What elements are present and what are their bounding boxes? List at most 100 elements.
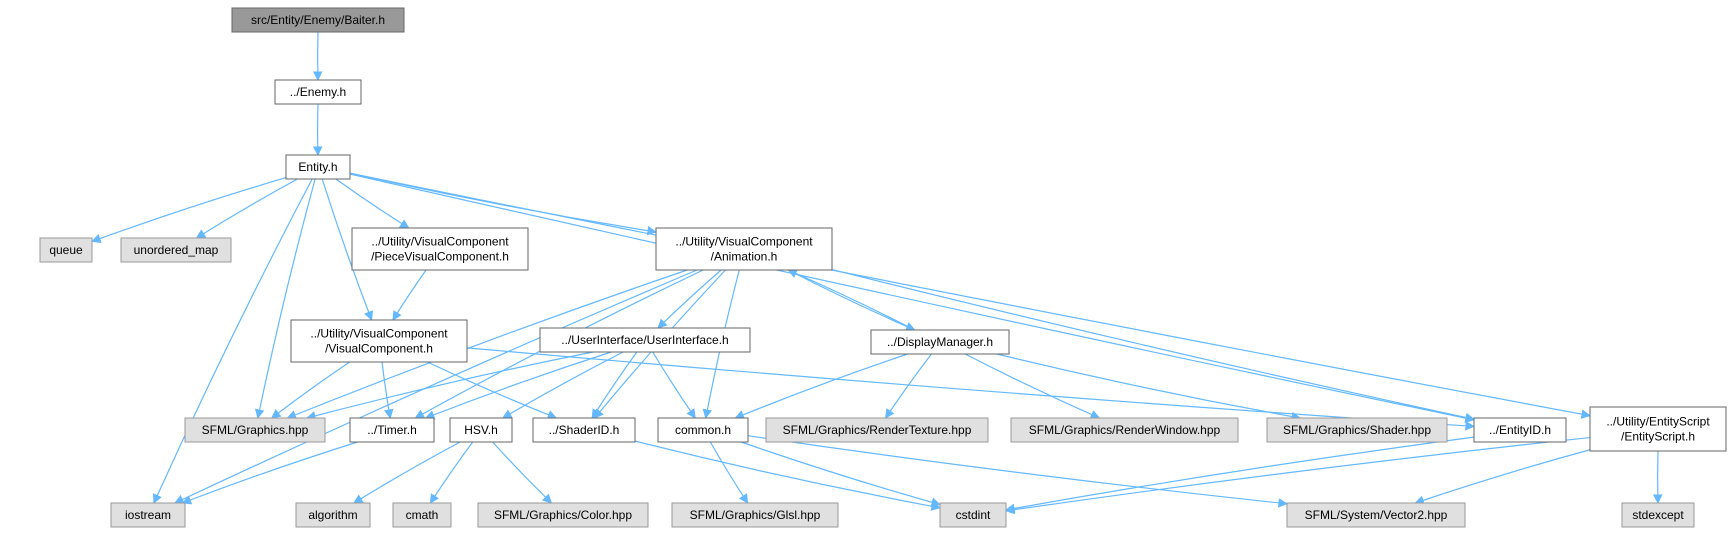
- edge-entity-to-iostream: [153, 178, 313, 504]
- node-label: queue: [49, 243, 83, 257]
- edge-animation-to-display_manager: [787, 269, 916, 331]
- node-queue: queue: [39, 237, 93, 263]
- node-box: [477, 502, 649, 528]
- node-box: [449, 417, 513, 443]
- node-label: ../Utility/VisualComponent: [675, 235, 813, 249]
- node-label: ../Utility/VisualComponent: [371, 235, 509, 249]
- edge-display_manager-to-shader: [996, 353, 1302, 422]
- node-unordered_map: unordered_map: [120, 237, 232, 263]
- edge-common-to-vector2: [747, 435, 1288, 508]
- node-animation[interactable]: ../Utility/VisualComponent/Animation.h: [655, 227, 833, 271]
- edge-display_manager-to-render_window: [964, 353, 1101, 419]
- node-label: iostream: [125, 508, 171, 522]
- node-visual_component[interactable]: ../Utility/VisualComponent/VisualCompone…: [290, 319, 468, 363]
- node-cmath: cmath: [392, 502, 452, 528]
- node-render_texture: SFML/Graphics/RenderTexture.hpp: [765, 417, 989, 443]
- node-label: /Animation.h: [711, 250, 778, 264]
- edge-piece_visual-to-visual_component: [392, 269, 427, 321]
- node-box: [351, 227, 529, 271]
- node-render_window: SFML/Graphics/RenderWindow.hpp: [1010, 417, 1239, 443]
- edge-hsv-to-color: [492, 441, 553, 504]
- edge-hsv-to-cmath: [429, 441, 474, 504]
- node-label: ../Timer.h: [367, 423, 417, 437]
- edge-visual_component-to-entity_id: [466, 347, 1475, 431]
- node-box: [349, 417, 435, 443]
- node-algorithm: algorithm: [295, 502, 371, 528]
- edge-entity-to-unordered_map: [195, 178, 298, 239]
- node-vector2: SFML/System/Vector2.hpp: [1286, 502, 1466, 528]
- edge-entity-to-piece_visual: [335, 178, 410, 229]
- node-label: ../Utility/EntityScript: [1606, 415, 1710, 429]
- node-user_interface[interactable]: ../UserInterface/UserInterface.h: [539, 327, 751, 353]
- node-label: ../ShaderID.h: [549, 423, 620, 437]
- node-label: src/Entity/Enemy/Baiter.h: [251, 13, 385, 27]
- nodes-layer: src/Entity/Enemy/Baiter.h ../Enemy.hEntit…: [39, 7, 1727, 528]
- edges-layer: [91, 31, 1663, 515]
- node-color: SFML/Graphics/Color.hpp: [477, 502, 649, 528]
- node-box: [657, 417, 749, 443]
- edge-user_interface-to-shader_id: [591, 351, 638, 419]
- node-box: [532, 417, 636, 443]
- edge-user_interface-to-hsv: [502, 351, 624, 419]
- node-box: [1286, 502, 1466, 528]
- node-label: ../DisplayManager.h: [887, 335, 993, 349]
- node-label: SFML/Graphics/RenderTexture.hpp: [783, 423, 972, 437]
- node-box: [231, 7, 405, 33]
- edge-animation-to-entity_id: [831, 268, 1475, 423]
- edge-entity_script-to-cstdint: [1005, 436, 1591, 515]
- node-piece_visual[interactable]: ../Utility/VisualComponent/PieceVisualCo…: [351, 227, 529, 271]
- node-entity_script[interactable]: ../Utility/EntityScript/EntityScript.h: [1589, 406, 1727, 452]
- node-label: unordered_map: [134, 243, 219, 257]
- node-label: ../EntityID.h: [1489, 423, 1551, 437]
- node-common[interactable]: common.h: [657, 417, 749, 443]
- edge-visual_component-to-timer: [381, 361, 394, 419]
- edge-animation-to-iostream: [174, 269, 698, 504]
- node-label: Entity.h: [298, 160, 337, 174]
- node-shader_id[interactable]: ../ShaderID.h: [532, 417, 636, 443]
- node-entity[interactable]: Entity.h: [285, 154, 351, 180]
- node-enemy[interactable]: ../Enemy.h: [274, 79, 362, 105]
- node-label: SFML/Graphics/Glsl.hpp: [690, 508, 821, 522]
- node-box: [1621, 502, 1695, 528]
- edge-entity_id-to-cstdint: [1005, 436, 1475, 514]
- edge-animation-to-user_interface: [657, 269, 722, 329]
- node-label: SFML/Graphics/Color.hpp: [494, 508, 632, 522]
- node-timer[interactable]: ../Timer.h: [349, 417, 435, 443]
- node-label: /PieceVisualComponent.h: [371, 250, 509, 264]
- edge-common-to-glsl: [709, 441, 749, 504]
- node-label: ../Enemy.h: [290, 85, 346, 99]
- node-shader: SFML/Graphics/Shader.hpp: [1266, 417, 1448, 443]
- edge-entity-to-animation: [349, 172, 657, 236]
- node-label: cstdint: [956, 508, 991, 522]
- node-label: SFML/System/Vector2.hpp: [1305, 508, 1448, 522]
- node-label: HSV.h: [464, 423, 498, 437]
- node-box: [539, 327, 751, 353]
- node-box: [671, 502, 839, 528]
- node-baiter[interactable]: src/Entity/Enemy/Baiter.h: [231, 7, 405, 33]
- node-sfml_graphics: SFML/Graphics.hpp: [184, 417, 326, 443]
- node-box: [290, 319, 468, 363]
- edge-entity-to-entity_id: [349, 173, 1475, 423]
- node-display_manager[interactable]: ../DisplayManager.h: [870, 329, 1010, 355]
- edge-visual_component-to-shader_id: [427, 361, 558, 420]
- node-box: [1010, 417, 1239, 443]
- edge-user_interface-to-common: [652, 351, 696, 419]
- edge-shader_id-to-cstdint: [634, 440, 941, 511]
- node-stdexcept: stdexcept: [1621, 502, 1695, 528]
- node-box: [765, 417, 989, 443]
- node-hsv[interactable]: HSV.h: [449, 417, 513, 443]
- node-box: [295, 502, 371, 528]
- node-label: cmath: [406, 508, 439, 522]
- node-box: [120, 237, 232, 263]
- node-glsl: SFML/Graphics/Glsl.hpp: [671, 502, 839, 528]
- node-entity_id[interactable]: ../EntityID.h: [1473, 417, 1567, 443]
- node-label: SFML/Graphics/Shader.hpp: [1283, 423, 1431, 437]
- edge-animation-to-sfml_graphics: [286, 269, 688, 420]
- edge-timer-to-iostream: [181, 441, 358, 505]
- edge-common-to-cstdint: [740, 441, 941, 507]
- edge-entity-to-entity_script: [349, 172, 1591, 419]
- node-label: ../Utility/VisualComponent: [310, 327, 448, 341]
- node-label: stdexcept: [1632, 508, 1684, 522]
- edge-hsv-to-algorithm: [353, 441, 461, 504]
- node-box: [1266, 417, 1448, 443]
